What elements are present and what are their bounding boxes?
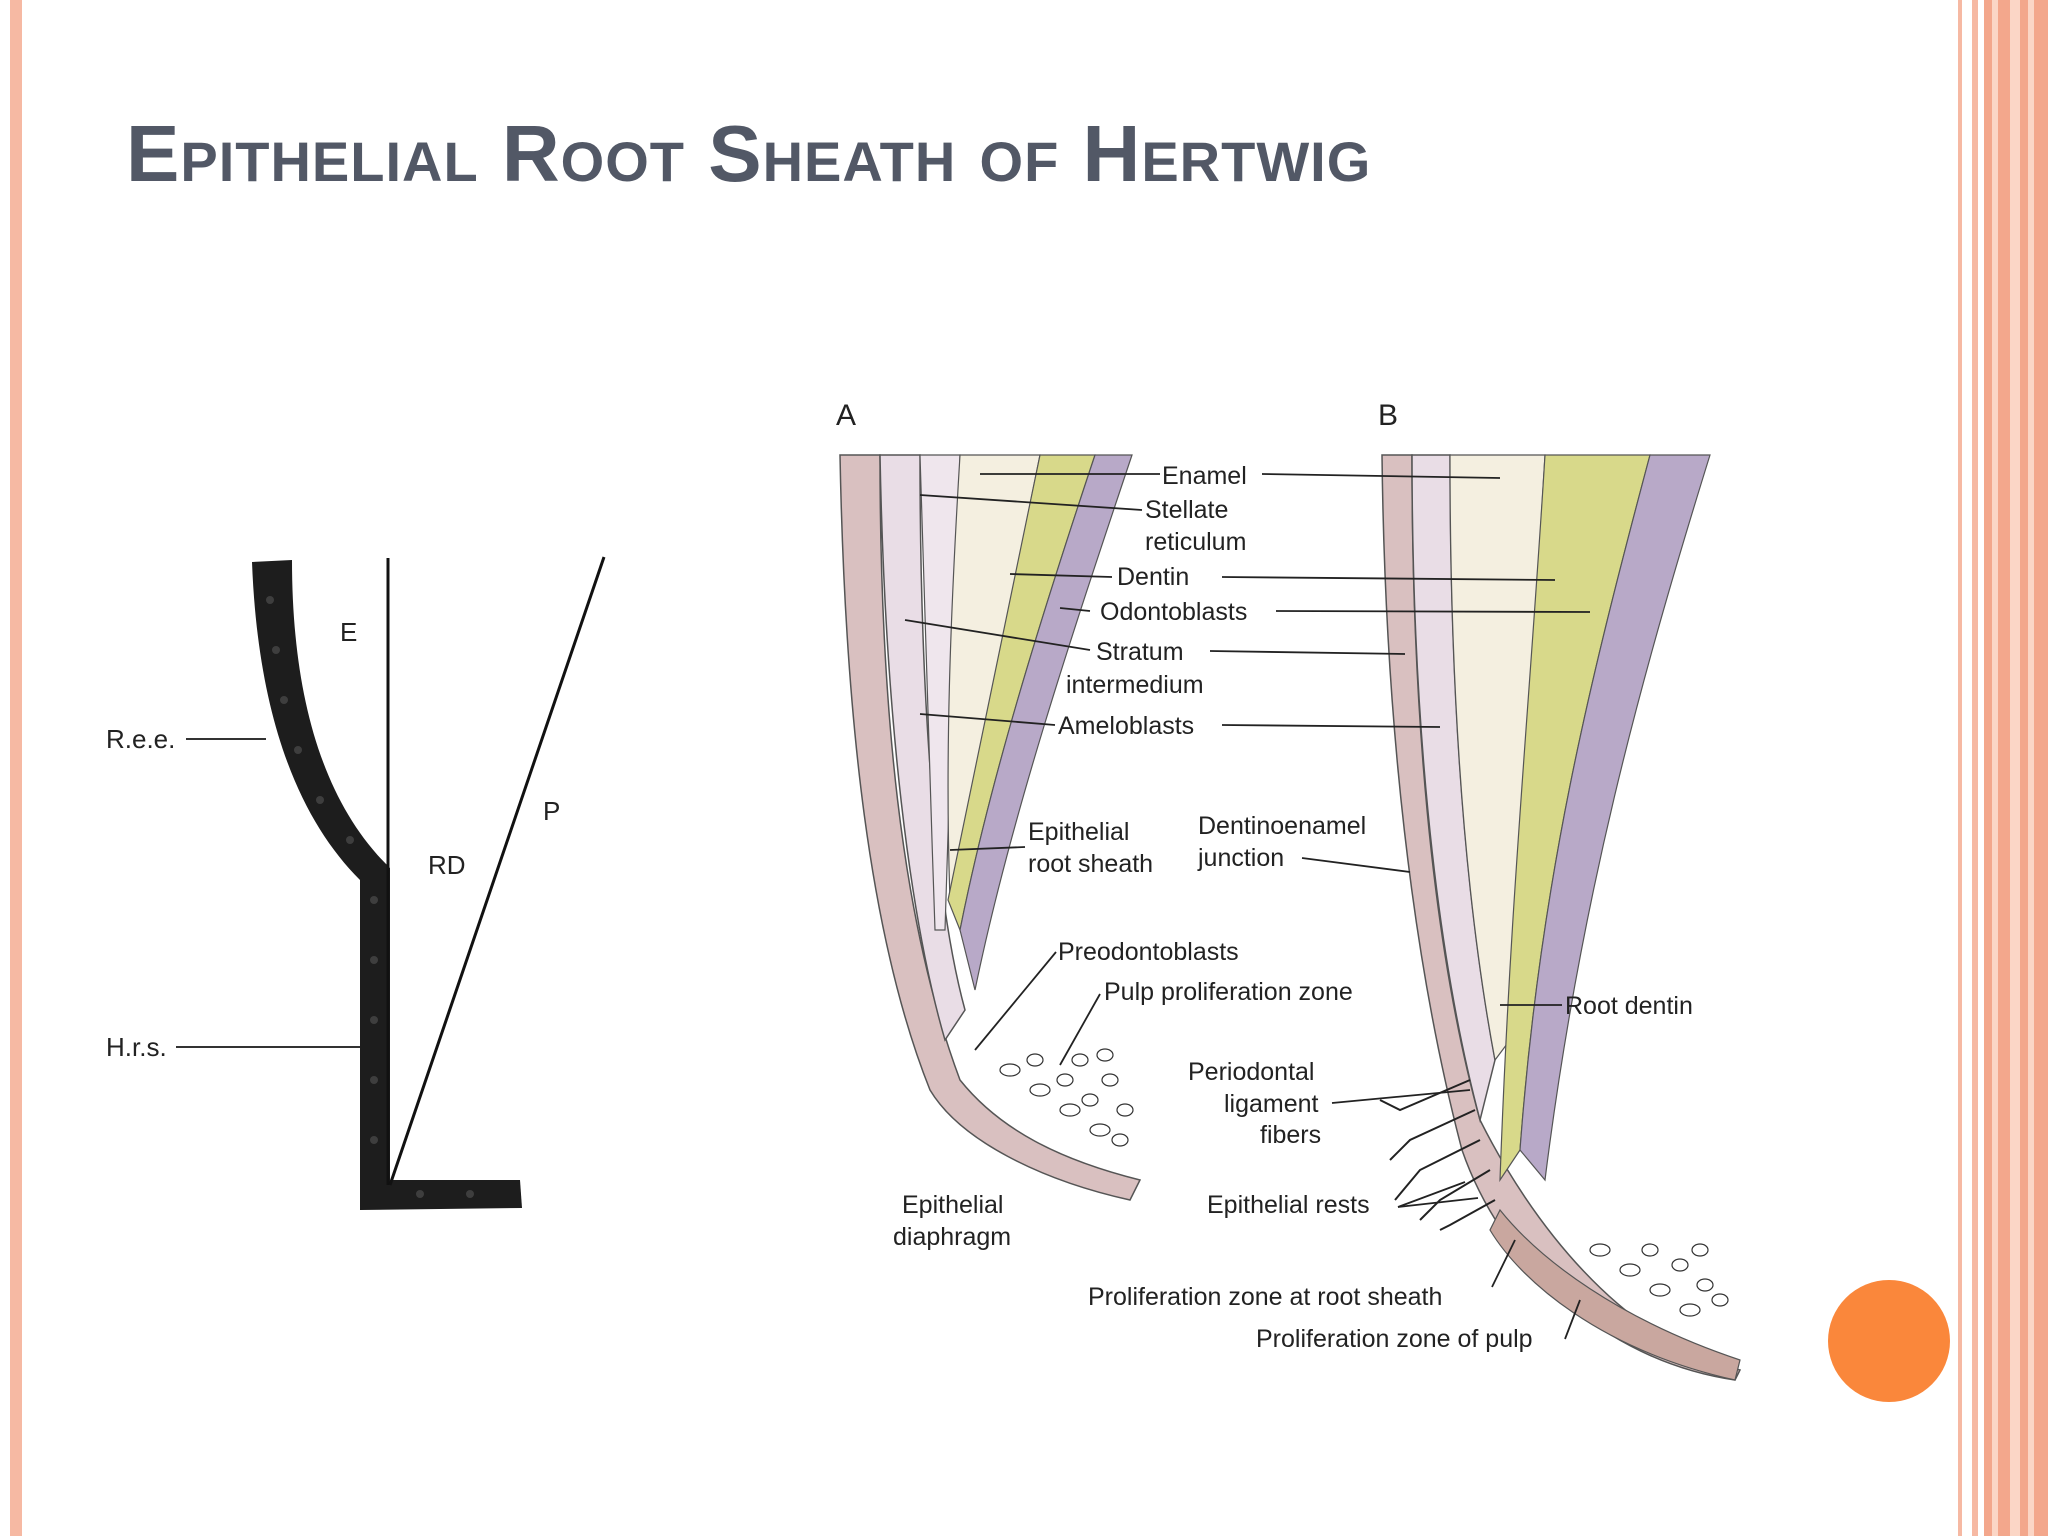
- panel-b-tissue: [1379, 454, 1742, 1381]
- label-pulp-prolif: Pulp proliferation zone: [1104, 978, 1353, 1006]
- label-ers-1: Epithelial: [1028, 818, 1129, 846]
- label-pdl-2: ligament: [1224, 1090, 1319, 1118]
- label-preodontoblasts: Preodontoblasts: [1058, 938, 1239, 966]
- accent-dot: [1828, 1280, 1950, 1402]
- label-epi-diaph-1: Epithelial: [902, 1191, 1003, 1219]
- label-ameloblasts: Ameloblasts: [1058, 712, 1194, 740]
- label-dej-2: junction: [1197, 844, 1284, 872]
- label-epi-diaph-2: diaphragm: [893, 1223, 1011, 1251]
- label-pdl-3: fibers: [1260, 1121, 1321, 1149]
- periodontal-fibers: [1379, 1079, 1496, 1231]
- label-stratum-1: Stratum: [1096, 638, 1184, 666]
- label-stratum-2: intermedium: [1066, 671, 1204, 699]
- label-enamel: Enamel: [1162, 462, 1247, 490]
- label-odontoblasts: Odontoblasts: [1100, 598, 1247, 626]
- label-prolif-root: Proliferation zone at root sheath: [1088, 1283, 1442, 1311]
- reduced-enamel-epithelium-band: [252, 560, 390, 1208]
- label-prolif-pulp: Proliferation zone of pulp: [1256, 1325, 1533, 1353]
- label-dej-1: Dentinoenamel: [1198, 812, 1366, 840]
- label-p: P: [543, 796, 560, 826]
- panel-b-letter: B: [1378, 399, 1398, 432]
- label-e: E: [340, 617, 357, 647]
- label-stellate-2: reticulum: [1145, 528, 1246, 556]
- label-root-dentin: Root dentin: [1565, 992, 1693, 1020]
- panel-a-letter: A: [836, 399, 856, 432]
- label-rd: RD: [428, 850, 466, 880]
- label-dentin: Dentin: [1117, 563, 1189, 591]
- label-ers-2: root sheath: [1028, 850, 1153, 878]
- label-ree: R.e.e.: [106, 724, 175, 754]
- label-hrs: H.r.s.: [106, 1032, 167, 1062]
- hertwig-sheath-base: [360, 1180, 522, 1210]
- right-border: [1958, 0, 2048, 1536]
- panel-a-tissue: [839, 454, 1142, 1201]
- left-border: [0, 0, 26, 1536]
- label-epi-rests: Epithelial rests: [1207, 1191, 1370, 1219]
- label-stellate-1: Stellate: [1145, 496, 1228, 524]
- pulp-boundary-line: [388, 556, 606, 1186]
- slide-title: Epithelial Root Sheath of Hertwig: [126, 109, 1372, 198]
- label-pdl-1: Periodontal: [1188, 1058, 1314, 1086]
